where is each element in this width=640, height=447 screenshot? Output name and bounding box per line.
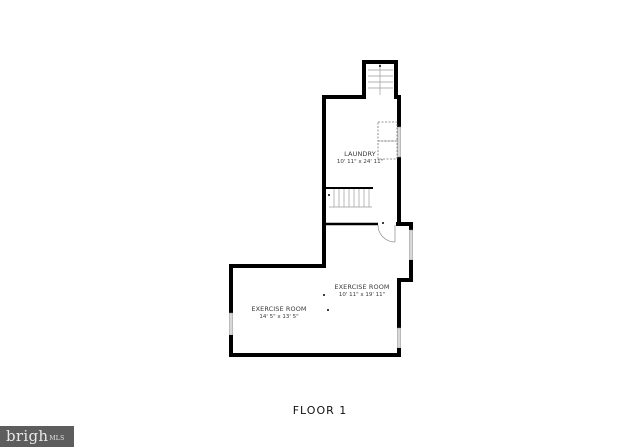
floor-title: FLOOR 1 [292, 404, 348, 417]
room-dimensions: 14' 5" x 13' 5" [259, 313, 299, 320]
room-name: EXERCISE ROOM [251, 305, 307, 313]
room-label-exercise-room-right: EXERCISE ROOM 10' 11" x 19' 11" [334, 283, 390, 298]
upper-stairwell [324, 60, 400, 99]
watermark-logo: brigh MLS [0, 426, 74, 447]
room-label-laundry: LAUNDRY 10' 11" x 24' 11" [336, 150, 384, 165]
room-dimensions: 10' 11" x 24' 11" [336, 158, 384, 165]
room-dimensions: 10' 11" x 19' 11" [338, 291, 386, 298]
laundry-walls [322, 95, 401, 268]
room-name: LAUNDRY [344, 150, 376, 158]
room-label-exercise-room-left: EXERCISE ROOM 14' 5" x 13' 5" [251, 305, 307, 320]
watermark-sub-text: MLS [49, 435, 65, 442]
door [377, 224, 396, 243]
watermark-main-text: brigh [6, 427, 49, 445]
room-name: EXERCISE ROOM [334, 283, 390, 291]
exercise-room-left-walls [229, 264, 401, 357]
